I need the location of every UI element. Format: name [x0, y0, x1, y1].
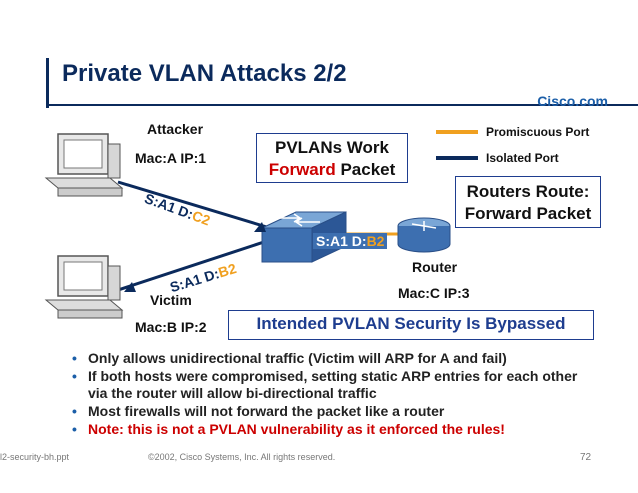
router-address: Mac:C IP:3: [398, 285, 470, 301]
bullet-item: • If both hosts were compromised, setting…: [70, 368, 590, 402]
bullet-item: • Most firewalls will not forward the pac…: [70, 403, 590, 420]
legend-promiscuous-label: Promiscuous Port: [486, 125, 590, 139]
attacker-address: Mac:A IP:1: [135, 150, 207, 166]
bullet-dot-icon: •: [72, 368, 77, 384]
router-name: Router: [412, 259, 458, 275]
router-callout: Routers Route: Forward Packet: [455, 176, 601, 228]
pvlan-callout: PVLANs Work Forward Packet: [256, 133, 408, 183]
pvlan-callout-rest: Packet: [335, 160, 396, 179]
victim-address: Mac:B IP:2: [135, 319, 207, 335]
router-callout-line1: Routers Route:: [466, 182, 590, 201]
victim-link: [111, 238, 271, 294]
slide-title: Private VLAN Attacks 2/2: [62, 60, 347, 87]
attacker-link: [117, 180, 271, 230]
router-icon: [397, 217, 451, 253]
pvlan-callout-forward: Forward: [268, 160, 336, 179]
bullet-dot-icon: •: [72, 403, 77, 419]
footer-copyright: ©2002, Cisco Systems, Inc. All rights re…: [148, 452, 336, 462]
legend-isolated-label: Isolated Port: [486, 151, 559, 165]
bullet-dot-icon: •: [72, 350, 77, 366]
title-accent-bar: [46, 58, 49, 108]
footer-filename: l2-security-bh.ppt: [0, 452, 70, 462]
router-packet-dest: B2: [366, 233, 385, 249]
victim-arrowhead: [124, 282, 136, 292]
pvlan-callout-line1: PVLANs Work: [275, 138, 389, 157]
bullet-text: Most firewalls will not forward the pack…: [88, 403, 445, 419]
router-packet-label: S:A1 D:B2: [313, 233, 388, 249]
attacker-arrowhead: [254, 222, 266, 232]
victim-computer-icon: [44, 255, 124, 319]
attacker-computer-icon: [44, 133, 124, 197]
cisco-brand: Cisco.com: [537, 93, 608, 109]
pvlan-callout-line2: Forward Packet: [257, 159, 407, 181]
victim-name: Victim: [150, 292, 192, 308]
bullet-item: • Only allows unidirectional traffic (Vic…: [70, 350, 590, 367]
footer-page-number: 72: [580, 452, 592, 463]
title-underline: [46, 104, 638, 106]
bullet-dot-icon: •: [72, 421, 77, 437]
bullet-text: Only allows unidirectional traffic (Vict…: [88, 350, 507, 366]
bullet-text: Note: this is not a PVLAN vulnerability …: [88, 421, 505, 437]
router-callout-line2: Forward Packet: [464, 204, 592, 223]
bullet-text: If both hosts were compromised, setting …: [88, 368, 578, 401]
attacker-name: Attacker: [147, 121, 204, 137]
bullet-item: • Note: this is not a PVLAN vulnerability…: [70, 421, 590, 438]
bypassed-banner: Intended PVLAN Security Is Bypassed: [228, 310, 594, 340]
router-packet-prefix: S:A1 D:: [316, 233, 367, 249]
bullet-list: • Only allows unidirectional traffic (Vic…: [70, 350, 590, 439]
